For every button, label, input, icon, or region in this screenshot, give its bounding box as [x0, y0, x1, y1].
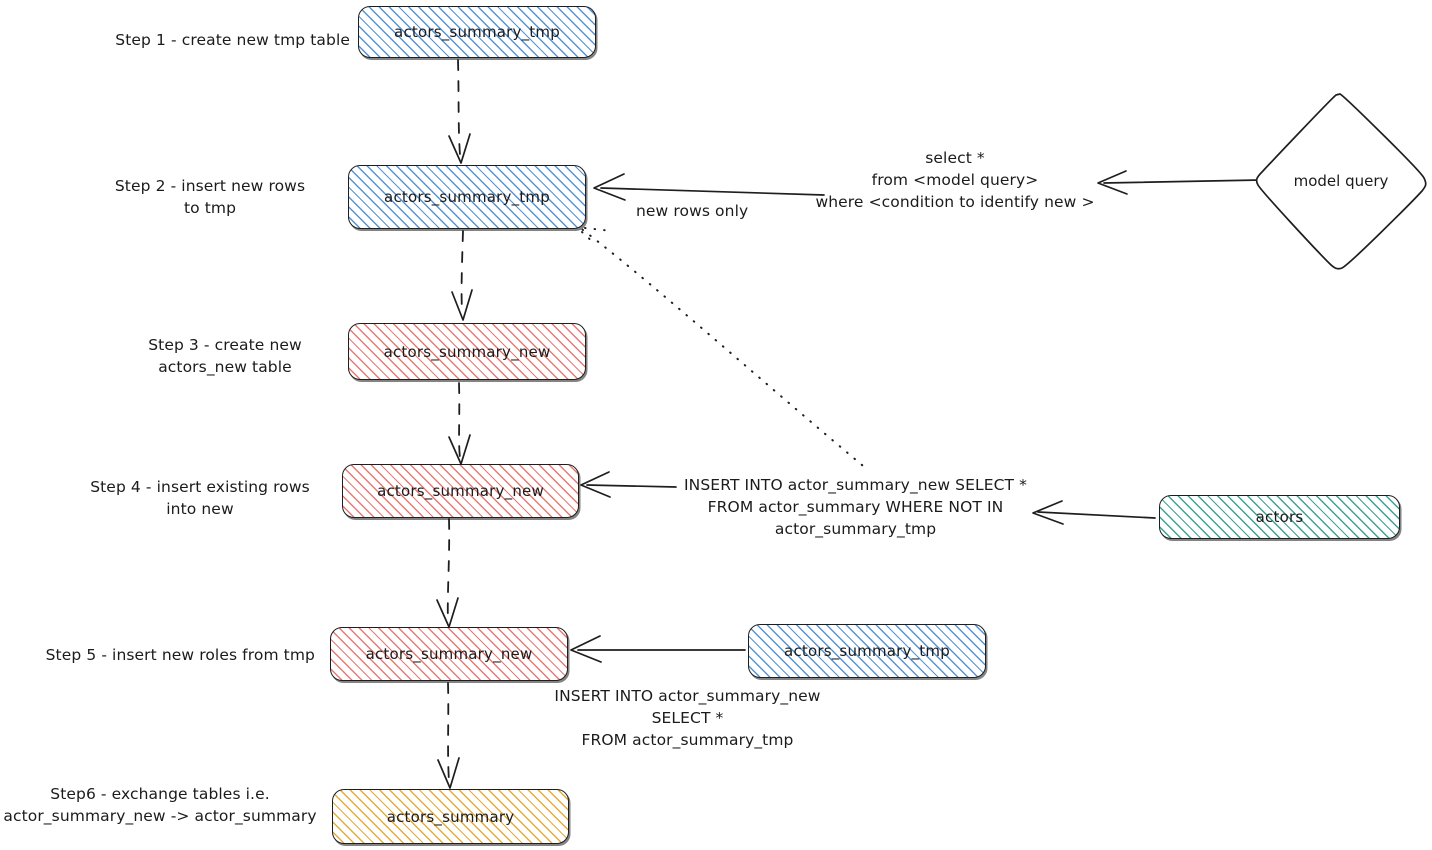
node-actors-summary-tmp-source[interactable]: actors_summary_tmp: [748, 624, 986, 678]
node-actors-source[interactable]: actors: [1159, 495, 1400, 539]
node-label: actors_summary_new: [377, 482, 544, 500]
step-caption-4: Step 4 - insert existing rows into new: [90, 478, 310, 518]
annotation-step5-sql: INSERT INTO actor_summary_new SELECT * F…: [554, 687, 821, 749]
arrow-tmp-to-step5: [570, 635, 746, 663]
node-actors-summary-tmp-step2[interactable]: actors_summary_tmp: [348, 165, 586, 229]
node-actors-summary-new-step5[interactable]: actors_summary_new: [330, 627, 568, 681]
node-actors-summary-tmp-step1[interactable]: actors_summary_tmp: [358, 6, 596, 58]
annotation-new-rows-only: new rows only: [636, 202, 749, 220]
arrow-step5-to-step6: [437, 682, 460, 789]
node-model-query-diamond[interactable]: model query: [1252, 88, 1430, 274]
annotation-model-query-sql: select * from <model query> where <condi…: [815, 149, 1095, 211]
arrow-step4-to-step5: [436, 518, 459, 628]
arrow-actors-to-step4sql: [1032, 500, 1156, 525]
step-caption-6: Step6 - exchange tables i.e. actor_summa…: [3, 785, 317, 825]
node-label: actors_summary_tmp: [394, 23, 560, 41]
arrow-query-to-step2: [593, 173, 825, 201]
node-actors-summary-step6[interactable]: actors_summary: [332, 789, 569, 844]
step-caption-5: Step 5 - insert new roles from tmp: [45, 646, 315, 664]
node-label: model query: [1293, 172, 1389, 190]
dotted-connector-step2-to-step4sql: [574, 223, 869, 471]
node-label: actors_summary_tmp: [384, 188, 550, 206]
arrow-step4sql-to-step4: [580, 471, 677, 498]
arrow-step1-to-step2: [448, 59, 471, 164]
node-label: actors_summary: [386, 807, 515, 826]
step-caption-3: Step 3 - create new actors_new table: [148, 336, 302, 376]
arrow-step2-to-step3: [451, 230, 473, 321]
node-label: actors_summary_tmp: [784, 642, 950, 660]
node-actors-summary-new-step4[interactable]: actors_summary_new: [342, 464, 579, 518]
node-label: actors_summary_new: [383, 342, 551, 361]
node-label: actors_summary_new: [365, 645, 533, 663]
annotation-step4-sql: INSERT INTO actor_summary_new SELECT * F…: [684, 476, 1027, 538]
diamond-shape: [1255, 93, 1427, 270]
arrow-modelquery-to-text: [1097, 170, 1261, 195]
step-caption-2: Step 2 - insert new rows to tmp: [114, 177, 306, 217]
node-label: actors: [1255, 508, 1304, 526]
node-actors-summary-new-step3[interactable]: actors_summary_new: [348, 323, 586, 380]
arrow-step3-to-step4: [448, 382, 471, 465]
step-caption-1: Step 1 - create new tmp table: [115, 31, 350, 49]
